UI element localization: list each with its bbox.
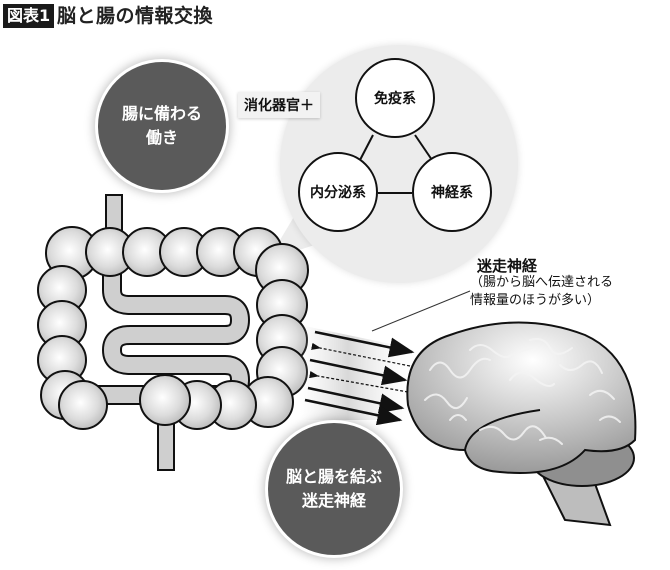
immune-system-label: 免疫系 xyxy=(374,91,416,107)
vagus-signal-arrows xyxy=(304,330,415,426)
digestive-organ-label: 消化器官＋ xyxy=(238,92,320,118)
nervous-system-label: 神経系 xyxy=(431,185,473,201)
vagus-connection-circle-label: 脳と腸を結ぶ 迷走神経 xyxy=(285,467,382,510)
arrow-gut-to-brain xyxy=(314,330,415,358)
arrow-gut-to-brain xyxy=(307,386,405,414)
gut-functions-circle: 腸に備わる 働き xyxy=(98,62,226,190)
nervous-system-circle: 神経系 xyxy=(412,152,492,232)
lateral-sulcus xyxy=(464,409,541,451)
gut-functions-circle-label: 腸に備わる 働き xyxy=(121,104,202,147)
cerebrum xyxy=(406,321,637,475)
endocrine-system-circle: 内分泌系 xyxy=(298,152,378,232)
arrow-gut-to-brain xyxy=(304,398,403,426)
figure-badge: 図表1 xyxy=(3,4,55,28)
large-intestine xyxy=(37,226,309,430)
vagus-connection-circle: 脳と腸を結ぶ 迷走神経 xyxy=(268,423,400,555)
brain-illustration xyxy=(406,321,637,527)
arrow-brain-to-gut xyxy=(311,342,411,367)
small-intestine xyxy=(85,260,250,405)
immune-system-circle: 免疫系 xyxy=(355,58,435,138)
brain-gyri xyxy=(424,338,621,445)
vagus-nerve-title: 迷走神経 xyxy=(477,257,538,275)
arrow-gut-to-brain xyxy=(309,358,408,386)
endocrine-system-label: 内分泌系 xyxy=(310,185,366,201)
vagus-pointer-line xyxy=(371,290,471,332)
arrow-brain-to-gut xyxy=(309,370,409,393)
vagus-nerve-note: （腸から脳へ伝達される 情報量のほうが多い） xyxy=(470,275,614,308)
figure-title: 脳と腸の情報交換 xyxy=(57,5,214,27)
